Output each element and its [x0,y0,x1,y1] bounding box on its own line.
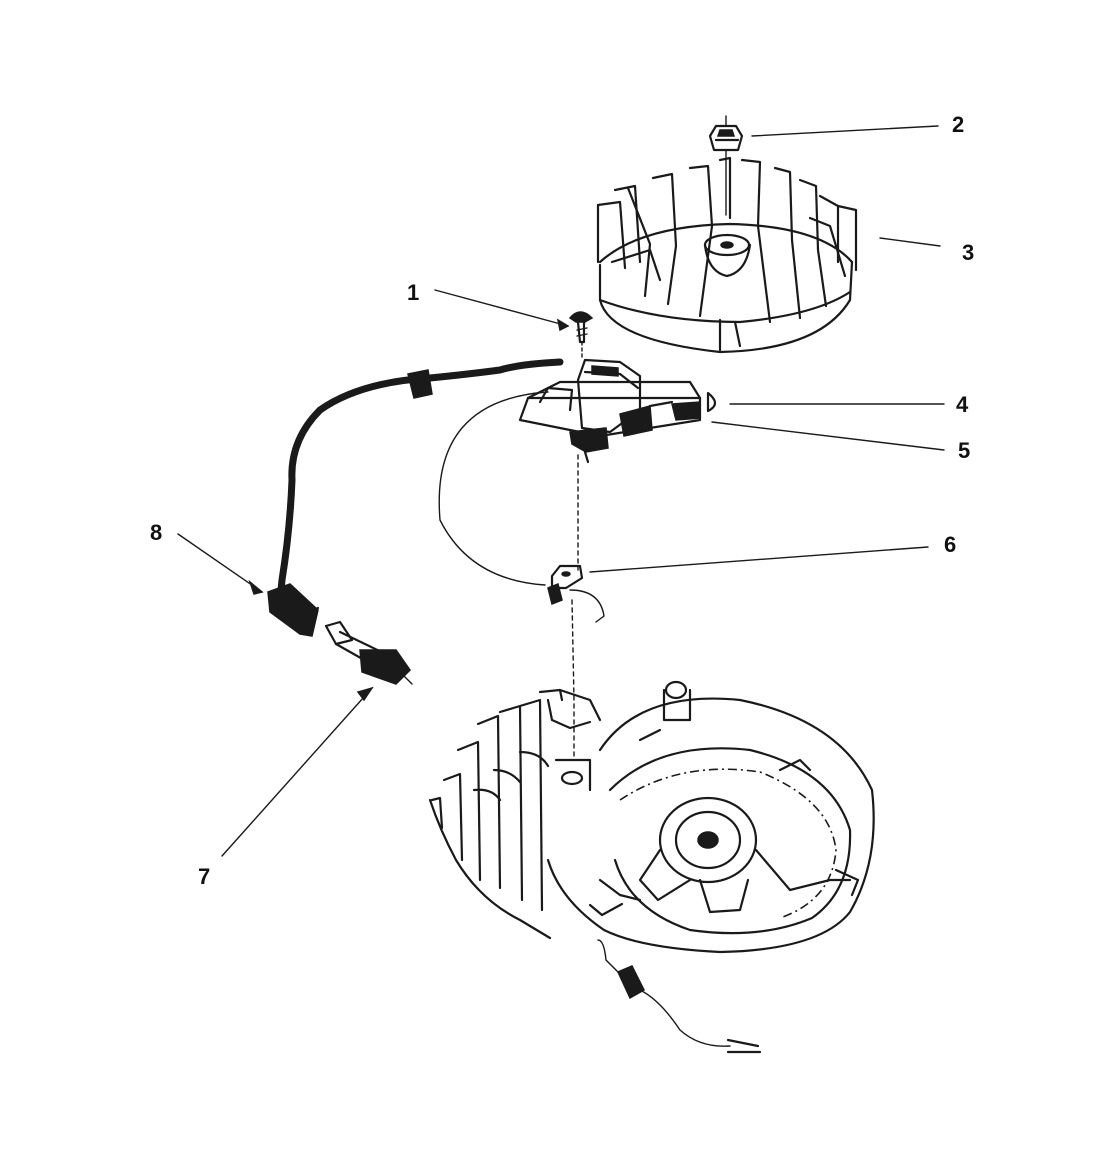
clip-icon [547,564,605,623]
callout-5: 5 [958,438,970,463]
ignition-coil-icon [438,358,702,586]
callout-8: 8 [150,520,162,545]
callout-1: 1 [407,280,419,305]
engine-block-icon [428,680,875,1054]
callout-6: 6 [944,532,956,557]
leader-lines [177,125,945,857]
screw-icon [568,311,594,361]
spark-plug-icon [324,620,413,685]
spark-plug-lead-icon [276,358,564,604]
key-icon [706,391,717,413]
flywheel-icon [596,156,858,354]
callout-2: 2 [952,112,964,137]
spark-plug-boot-icon [267,583,320,637]
callout-4: 4 [956,392,969,417]
nut-icon [708,115,744,216]
callout-7: 7 [198,864,210,889]
callout-3: 3 [962,240,974,265]
